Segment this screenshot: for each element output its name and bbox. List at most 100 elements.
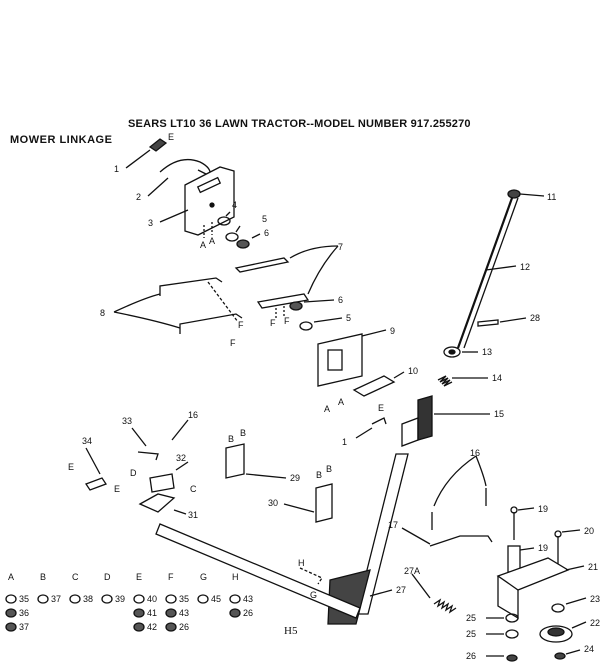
callout-24: 24 bbox=[584, 644, 594, 654]
part-15-gear: 15 bbox=[401, 395, 504, 447]
callout-18: 19 bbox=[538, 504, 548, 514]
callout-16-right: 16 bbox=[470, 448, 480, 458]
callout-8: 8 bbox=[100, 308, 105, 318]
legend-hardware-icon bbox=[37, 594, 49, 604]
label-e-34: E bbox=[68, 462, 74, 472]
callout-28: 28 bbox=[530, 313, 540, 323]
legend-letter: A bbox=[8, 572, 14, 582]
callout-17: 17 bbox=[388, 520, 398, 530]
legend-letter: B bbox=[40, 572, 46, 582]
legend-part-number: 45 bbox=[211, 594, 221, 604]
callout-5b: 5 bbox=[346, 313, 351, 323]
part-7-links: 7 F F bbox=[234, 242, 343, 328]
label-b-29b: B bbox=[240, 428, 246, 438]
legend-hardware-icon bbox=[5, 622, 17, 632]
callout-21: 21 bbox=[588, 562, 598, 572]
legend-hardware-icon bbox=[197, 594, 209, 604]
part-14-spring: 14 bbox=[437, 373, 502, 387]
part-5-washer: 5 bbox=[225, 214, 267, 242]
legend-part-number: 35 bbox=[19, 594, 29, 604]
legend-part-number: 40 bbox=[147, 594, 157, 604]
legend-letter: F bbox=[168, 572, 174, 582]
callout-12: 12 bbox=[520, 262, 530, 272]
legend-hardware-icon bbox=[165, 622, 177, 632]
legend-column-b: B 37 bbox=[37, 572, 61, 604]
legend-part-number: 41 bbox=[147, 608, 157, 618]
part-20-bolt: 20 bbox=[554, 526, 594, 564]
callout-31: 31 bbox=[188, 510, 198, 520]
label-d-32: D bbox=[130, 468, 137, 478]
callout-3: 3 bbox=[148, 218, 153, 228]
legend-column-d: D39 bbox=[101, 572, 125, 604]
callout-1-bottom: 1 bbox=[342, 437, 347, 447]
callout-10: 10 bbox=[408, 366, 418, 376]
section-heading: MOWER LINKAGE bbox=[10, 134, 113, 146]
part-28-key: 28 bbox=[477, 313, 540, 327]
callout-23: 23 bbox=[590, 594, 600, 604]
legend-hardware-icon bbox=[5, 594, 17, 604]
legend-part-number: 39 bbox=[115, 594, 125, 604]
legend-hardware-icon bbox=[133, 622, 145, 632]
legend-part-number: 42 bbox=[147, 622, 157, 632]
callout-15: 15 bbox=[494, 409, 504, 419]
part-10-arm: 10 E 1 bbox=[342, 366, 418, 447]
label-a-9b: A bbox=[338, 397, 344, 407]
part-29-bracket: B B 29 bbox=[225, 428, 300, 483]
legend-hardware-icon bbox=[165, 594, 177, 604]
part-9-bracket: 9 A A bbox=[317, 326, 395, 414]
part-27-frame: 27 H G bbox=[155, 453, 409, 625]
callout-7: 7 bbox=[338, 242, 343, 252]
part-18-bolt: 19 bbox=[510, 504, 548, 540]
legend-letter: C bbox=[72, 572, 79, 582]
part-22-pulley: 22 bbox=[539, 618, 600, 643]
label-b-30b: B bbox=[326, 464, 332, 474]
callout-19: 19 bbox=[538, 543, 548, 553]
legend-part-number: 37 bbox=[51, 594, 61, 604]
callout-14: 14 bbox=[492, 373, 502, 383]
legend-part-number: 43 bbox=[179, 608, 189, 618]
legend-hardware-icon bbox=[69, 594, 81, 604]
part-30-bracket: B B 30 bbox=[268, 464, 333, 523]
page-code: H5 bbox=[284, 625, 298, 637]
label-f-8a: F bbox=[238, 320, 244, 330]
label-g-27: G bbox=[310, 590, 317, 600]
legend-letter: H bbox=[232, 572, 239, 582]
label-h-27: H bbox=[298, 558, 305, 568]
legend-hardware-icon bbox=[229, 594, 241, 604]
callout-16-left: 16 bbox=[188, 410, 198, 420]
label-b-30a: B bbox=[316, 470, 322, 480]
part-27a-spring: 27A bbox=[404, 566, 457, 614]
callout-13: 13 bbox=[482, 347, 492, 357]
part-33-pin: 33 bbox=[122, 416, 159, 461]
callout-32: 32 bbox=[176, 453, 186, 463]
callout-1-top: 1 bbox=[114, 164, 119, 174]
label-b-29a: B bbox=[228, 434, 234, 444]
callout-6b: 6 bbox=[338, 295, 343, 305]
part-6-nut: 6 bbox=[236, 228, 269, 249]
legend-column-g: G 45 bbox=[197, 572, 221, 604]
callout-25a: 25 bbox=[466, 613, 476, 623]
label-g-top: E bbox=[168, 132, 174, 142]
callout-4: 4 bbox=[232, 200, 237, 210]
part-5-second: 5 bbox=[299, 313, 351, 331]
label-a-3a: A bbox=[200, 240, 206, 250]
callout-25b: 25 bbox=[466, 629, 476, 639]
callout-2: 2 bbox=[136, 192, 141, 202]
part-21-bracket: 21 bbox=[496, 557, 598, 620]
label-a-3b: A bbox=[209, 236, 215, 246]
part-31-arm: 31 E bbox=[114, 484, 198, 520]
callout-9: 9 bbox=[390, 326, 395, 336]
part-25-washers: 25 25 bbox=[466, 613, 519, 639]
legend-part-number: 35 bbox=[179, 594, 189, 604]
legend-letter: G bbox=[200, 572, 207, 582]
legend-part-number: 36 bbox=[19, 608, 29, 618]
callout-29: 29 bbox=[290, 473, 300, 483]
callout-11: 11 bbox=[547, 192, 556, 202]
part-4-nut: 4 bbox=[217, 200, 237, 226]
